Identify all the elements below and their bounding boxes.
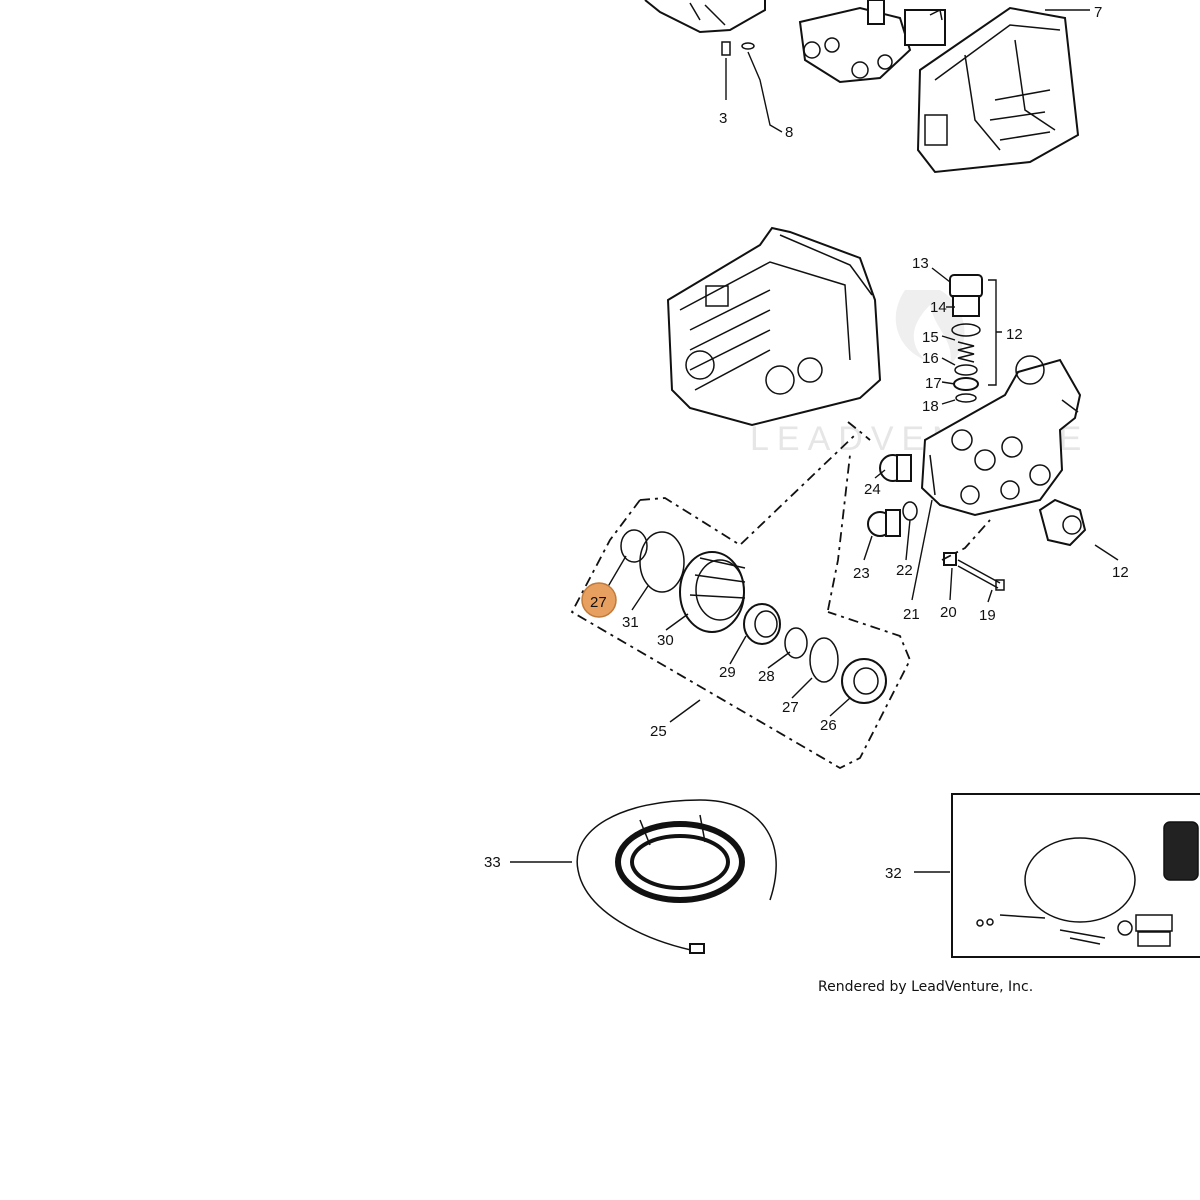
seal-29-part[interactable] — [743, 603, 781, 645]
callout-27-lower[interactable]: 27 — [782, 699, 799, 716]
callout-21[interactable]: 21 — [903, 606, 920, 623]
spring-16-part[interactable] — [957, 341, 975, 363]
oring-28-part[interactable] — [784, 627, 808, 659]
oring-31-part[interactable] — [639, 531, 685, 593]
callout-32[interactable]: 32 — [885, 865, 902, 882]
callout-8[interactable]: 8 — [785, 124, 793, 141]
callout-29[interactable]: 29 — [719, 664, 736, 681]
callout-7[interactable]: 7 — [1094, 4, 1102, 21]
plug-24-part[interactable] — [879, 454, 912, 482]
callout-19[interactable]: 19 — [979, 607, 996, 624]
seal-retainer-30-part[interactable] — [679, 551, 746, 633]
washer-8-part[interactable] — [741, 42, 755, 50]
callout-16[interactable]: 16 — [922, 350, 939, 367]
oring-18-part[interactable] — [955, 393, 977, 403]
callout-28[interactable]: 28 — [758, 668, 775, 685]
callout-12-valve[interactable]: 12 — [1006, 326, 1023, 343]
top-housing-part[interactable] — [644, 0, 766, 34]
manifold-21-part[interactable] — [920, 355, 1082, 517]
plug-23-part[interactable] — [867, 509, 901, 537]
top-pump-part[interactable] — [798, 0, 946, 84]
callout-27-highlighted[interactable]: 27 — [590, 594, 607, 611]
highlighted-callout-27[interactable]: 27 — [581, 582, 617, 618]
credit-text: Rendered by LeadVenture, Inc. — [818, 979, 1033, 995]
screw-3-part[interactable] — [721, 41, 731, 56]
callout-15[interactable]: 15 — [922, 329, 939, 346]
outlet-12-part[interactable] — [1038, 498, 1087, 547]
callout-23[interactable]: 23 — [853, 565, 870, 582]
oring-27b-part[interactable] — [809, 637, 839, 683]
callout-26[interactable]: 26 — [820, 717, 837, 734]
highlight-circle — [581, 582, 617, 618]
bolt-19-part[interactable] — [943, 552, 1005, 591]
seat-17-part[interactable] — [953, 364, 979, 391]
callout-14[interactable]: 14 — [930, 299, 947, 316]
valve-cap-13-part[interactable] — [949, 274, 983, 317]
seal-kit-25-outline — [570, 434, 911, 770]
pump-crankcase-part[interactable] — [666, 226, 882, 427]
callout-33[interactable]: 33 — [484, 854, 501, 871]
callout-22[interactable]: 22 — [896, 562, 913, 579]
oring-22-part[interactable] — [902, 501, 918, 521]
callout-3[interactable]: 3 — [719, 110, 727, 127]
oring-15-part[interactable] — [951, 323, 981, 337]
engine-part[interactable] — [916, 6, 1080, 174]
hose-33-part[interactable] — [576, 799, 777, 954]
oring-27-part[interactable] — [620, 529, 648, 563]
callout-12-outlet[interactable]: 12 — [1112, 564, 1129, 581]
callout-24[interactable]: 24 — [864, 481, 881, 498]
callout-18[interactable]: 18 — [922, 398, 939, 415]
callout-25[interactable]: 25 — [650, 723, 667, 740]
washer-26-part[interactable] — [841, 658, 887, 704]
callout-17[interactable]: 17 — [925, 375, 942, 392]
callout-20[interactable]: 20 — [940, 604, 957, 621]
accessory-kit-32-box[interactable] — [951, 793, 1200, 958]
callout-31[interactable]: 31 — [622, 614, 639, 631]
callout-13[interactable]: 13 — [912, 255, 929, 272]
callout-30[interactable]: 30 — [657, 632, 674, 649]
